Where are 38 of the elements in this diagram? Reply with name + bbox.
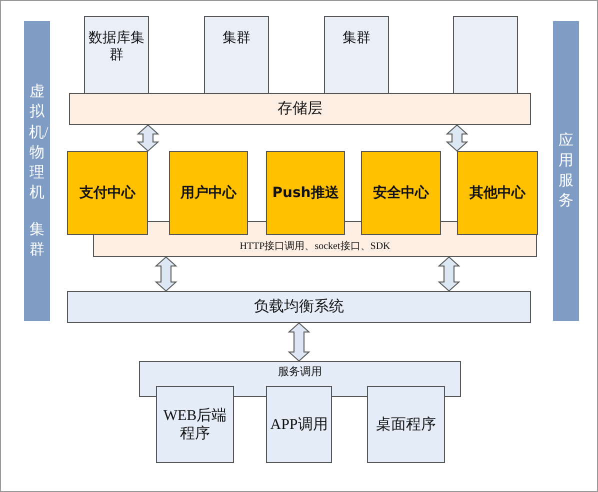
load-balancer-band — [67, 291, 531, 323]
storage-box — [453, 16, 518, 94]
box-label: 存储层 — [278, 100, 322, 118]
box-label: 集群 — [29, 220, 45, 260]
double-arrow — [136, 124, 160, 152]
service-box — [169, 151, 248, 235]
service-box — [361, 151, 441, 235]
storage-box — [204, 16, 269, 94]
layer-band — [69, 93, 531, 125]
box-label: 安全中心 — [373, 184, 429, 202]
box-label: 服务调用 — [278, 366, 322, 380]
service-box — [457, 151, 538, 235]
box-label: 集群 — [222, 31, 250, 48]
box-label: 应用服务 — [558, 131, 574, 212]
storage-box — [324, 16, 389, 94]
box-label: 其他中心 — [470, 184, 526, 202]
box-label: 数据库集群 — [88, 31, 146, 65]
double-arrow — [438, 256, 460, 292]
side-band — [553, 21, 579, 321]
client-box — [266, 386, 332, 463]
box-label: 集群 — [342, 31, 370, 48]
box-label: APP调用 — [270, 416, 328, 434]
box-label: Push推送 — [272, 184, 339, 202]
box-label: 支付中心 — [80, 184, 136, 202]
storage-box — [84, 16, 149, 94]
service-box — [67, 151, 148, 235]
service-box — [266, 151, 345, 235]
side-band — [24, 21, 50, 321]
box-label: 桌面程序 — [376, 416, 436, 434]
box-label: WEB后端程序 — [162, 406, 228, 442]
double-arrow — [288, 322, 310, 362]
double-arrow — [154, 256, 178, 292]
box-label: 用户中心 — [180, 184, 236, 202]
client-box — [156, 386, 234, 463]
box-label: 负载均衡系统 — [254, 298, 344, 316]
box-label: HTTP接口调用、socket接口、SDK — [240, 241, 390, 253]
double-arrow — [446, 124, 468, 152]
client-box — [367, 386, 445, 463]
